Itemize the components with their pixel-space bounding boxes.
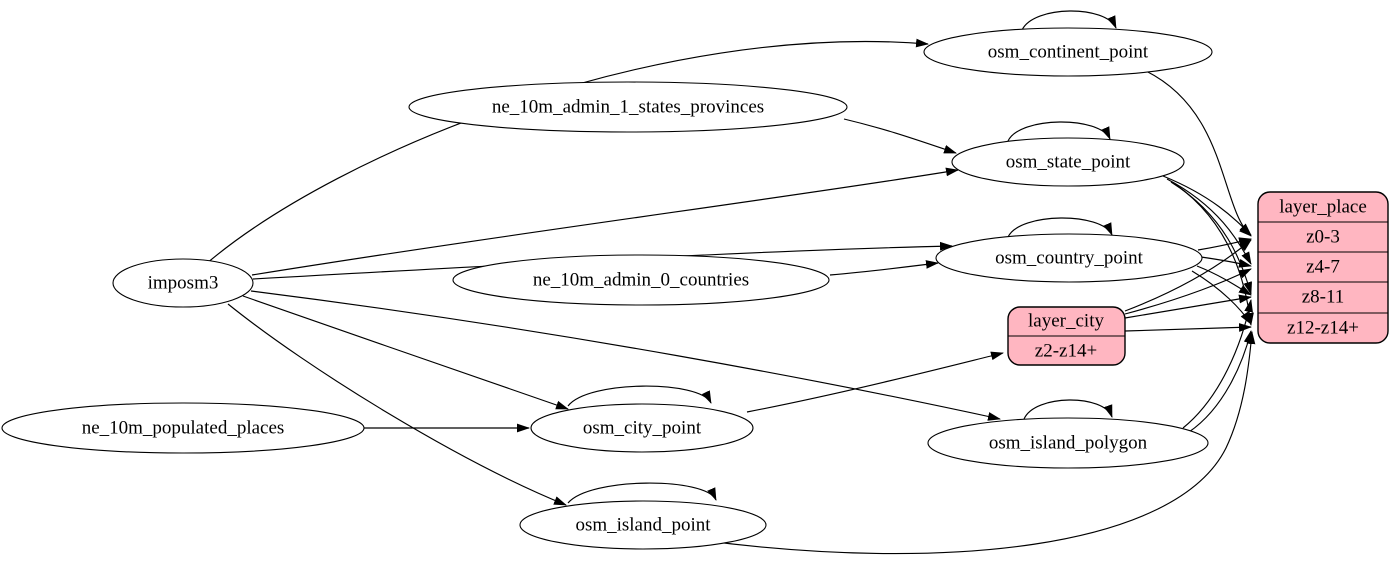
node-ne_10m_admin_1_states_provinces: ne_10m_admin_1_states_provinces (408, 81, 848, 133)
edge-osm_country_point-layer_place-z8-11 (1196, 265, 1252, 296)
node-ne_10m_admin_0_countries-label: ne_10m_admin_0_countries (533, 270, 749, 291)
node-layer_place-row-z0-3: z0-3 (1306, 227, 1340, 248)
node-osm_island_point-shape (519, 500, 767, 550)
node-layer_place-shape (1257, 191, 1389, 344)
node-osm_country_point: osm_country_point (935, 233, 1203, 283)
edge-layer (205, 10, 1256, 555)
node-osm_island_polygon-shape (927, 417, 1209, 469)
node-ne_10m_admin_1_states_provinces-label: ne_10m_admin_1_states_provinces (492, 97, 764, 118)
edge-imposm3-osm_island_polygon (250, 290, 1001, 421)
node-osm_state_point: osm_state_point (951, 137, 1185, 187)
node-osm_country_point-label: osm_country_point (995, 248, 1143, 269)
node-layer_city: layer_city z2-z14+ (1007, 306, 1126, 366)
node-layer_city-title: layer_city (1028, 311, 1104, 332)
node-osm_city_point-label: osm_city_point (583, 418, 702, 439)
node-osm_island_polygon-label: osm_island_polygon (989, 433, 1148, 454)
edge-ne_10m_admin_0_countries-osm_country_point (829, 260, 939, 276)
edge-self-loop-osm_country_point (1007, 217, 1113, 238)
edge-osm_continent_point-layer_place-z0-3 (1145, 70, 1252, 237)
node-osm_city_point: osm_city_point (530, 403, 754, 453)
edge-osm_country_point-layer_place-z12-z14 (1191, 270, 1252, 325)
edge-self-loop-osm_city_point (567, 385, 712, 407)
node-layer_place-row-z12-z14: z12-z14+ (1287, 318, 1359, 339)
edge-layer_city-layer_place-z8-11 (1124, 294, 1252, 319)
node-layer_place-title: layer_place (1279, 197, 1367, 218)
edge-osm_state_point-layer_place-z8-11 (1170, 181, 1252, 295)
node-ne_10m_admin_1_states_provinces-shape (408, 81, 848, 133)
edge-osm_city_point-layer_city-z2-z14 (746, 351, 1004, 413)
edge-imposm3-osm_island_point (227, 303, 567, 506)
edge-osm_island_polygon-layer_place-z12-z14 (1188, 330, 1253, 433)
node-osm_state_point-label: osm_state_point (1006, 152, 1131, 173)
edge-imposm3-osm_continent_point (205, 38, 929, 265)
node-osm_island_point-label: osm_island_point (575, 515, 711, 536)
node-osm_island_polygon: osm_island_polygon (927, 417, 1209, 469)
edge-ne_10m_admin_1_states_provinces-osm_state_point (843, 118, 957, 154)
edge-osm_state_point-layer_place-z0-3 (1162, 175, 1252, 236)
node-osm_continent_point-shape (923, 27, 1213, 77)
edge-osm_state_point-layer_place-z4-7 (1166, 178, 1252, 265)
node-osm_country_point-shape (935, 233, 1203, 283)
node-imposm3: imposm3 (112, 258, 254, 308)
node-ne_10m_admin_0_countries-shape (452, 254, 830, 306)
node-osm_continent_point: osm_continent_point (923, 27, 1213, 77)
edge-self-loop-osm_island_polygon (1023, 399, 1113, 420)
edge-osm_country_point-layer_place-z4-7 (1200, 256, 1252, 268)
node-osm_continent_point-label: osm_continent_point (988, 42, 1149, 63)
node-ne_10m_populated_places-label: ne_10m_populated_places (82, 418, 285, 439)
node-osm_state_point-shape (951, 137, 1185, 187)
edge-imposm3-osm_state_point (251, 167, 959, 276)
edge-self-loop-osm_island_point (567, 482, 717, 504)
edge-imposm3-osm_city_point (242, 295, 569, 410)
node-layer_place-row-z4-7: z4-7 (1306, 257, 1340, 278)
node-layer_place: layer_place z0-3 z4-7 z8-11 z12-z14+ (1257, 191, 1389, 344)
node-ne_10m_populated_places-shape (1, 402, 365, 454)
node-imposm3-shape (112, 258, 254, 308)
edge-osm_island_point-layer_place-z12-z14 (699, 331, 1256, 555)
node-imposm3-label: imposm3 (148, 273, 219, 294)
node-layer_place-row-z8-11: z8-11 (1302, 287, 1345, 308)
edge-layer_city-layer_place-z0-3 (1124, 239, 1252, 312)
node-osm_city_point-shape (530, 403, 754, 453)
node-osm_island_point: osm_island_point (519, 500, 767, 550)
edge-self-loop-osm_continent_point (1021, 10, 1117, 31)
edge-osm_country_point-layer_place-z0-3 (1197, 237, 1252, 251)
edge-layer_city-layer_place-z12-z14 (1124, 323, 1252, 332)
node-ne_10m_populated_places: ne_10m_populated_places (1, 402, 365, 454)
node-layer_city-row-z2-z14: z2-z14+ (1035, 341, 1097, 362)
edge-self-loop-osm_state_point (1007, 121, 1111, 142)
edge-osm_island_polygon-layer_place-z8-11 (1182, 299, 1253, 429)
node-ne_10m_admin_0_countries: ne_10m_admin_0_countries (452, 254, 830, 306)
edge-layer_city-layer_place-z4-7 (1124, 268, 1252, 315)
